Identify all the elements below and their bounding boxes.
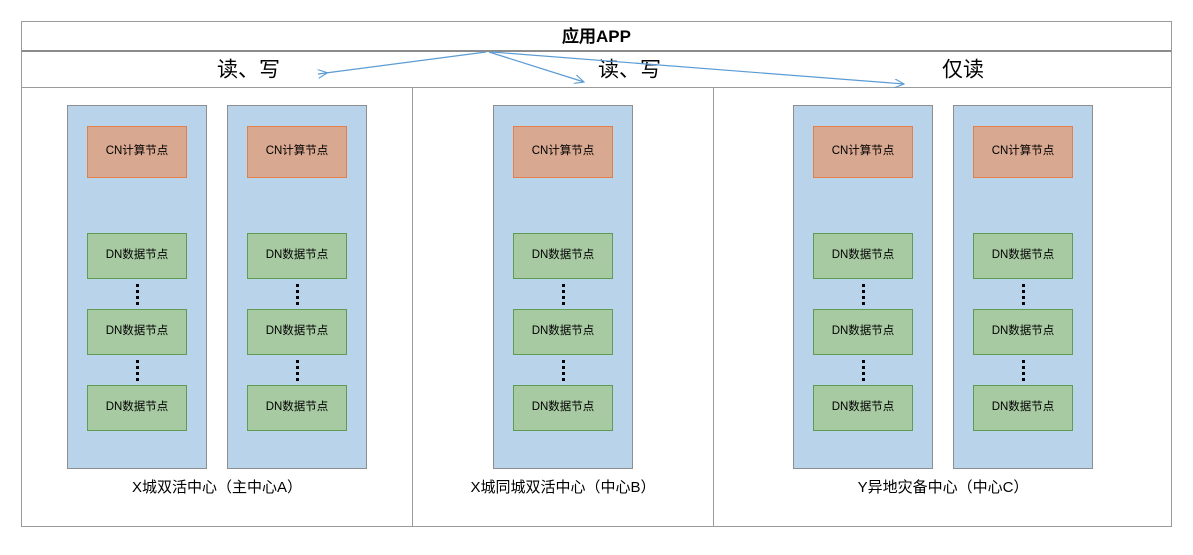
- center-divider-b-c: [713, 88, 714, 527]
- center-group-b: CN计算节点 DN数据节点 DN数据节点 DN数据节点 X城同城双活中心（中心B…: [413, 88, 713, 527]
- access-mode-label-c: 仅读: [942, 58, 984, 81]
- cn-compute-node: CN计算节点: [247, 126, 347, 178]
- access-mode-band: 读、写 读、写 仅读: [21, 52, 1172, 88]
- center-caption-b: X城同城双活中心（中心B）: [470, 479, 656, 496]
- dn-data-node: DN数据节点: [247, 385, 347, 431]
- dn-data-node: DN数据节点: [87, 233, 187, 279]
- dn-data-node: DN数据节点: [247, 233, 347, 279]
- vertical-ellipsis-icon: [135, 279, 139, 309]
- dn-data-node: DN数据节点: [973, 233, 1073, 279]
- cn-compute-node: CN计算节点: [513, 126, 613, 178]
- vertical-ellipsis-icon: [561, 355, 565, 385]
- dn-data-node: DN数据节点: [813, 233, 913, 279]
- rack: CN计算节点 DN数据节点 DN数据节点 DN数据节点: [67, 105, 207, 469]
- center-group-c: CN计算节点 DN数据节点 DN数据节点 DN数据节点 CN计算节点 DN数据节…: [714, 88, 1172, 527]
- vertical-ellipsis-icon: [135, 355, 139, 385]
- cn-compute-node: CN计算节点: [973, 126, 1073, 178]
- access-mode-label-a: 读、写: [217, 58, 280, 81]
- dn-data-node: DN数据节点: [813, 385, 913, 431]
- rack: CN计算节点 DN数据节点 DN数据节点 DN数据节点: [953, 105, 1093, 469]
- center-divider-a-b: [412, 88, 413, 527]
- vertical-ellipsis-icon: [561, 279, 565, 309]
- rack: CN计算节点 DN数据节点 DN数据节点 DN数据节点: [493, 105, 633, 469]
- center-group-a: CN计算节点 DN数据节点 DN数据节点 DN数据节点 CN计算节点 DN数据节…: [22, 88, 412, 527]
- dn-data-node: DN数据节点: [813, 309, 913, 355]
- application-band: 应用APP: [21, 21, 1172, 52]
- dn-data-node: DN数据节点: [973, 385, 1073, 431]
- vertical-ellipsis-icon: [1021, 279, 1025, 309]
- racks-row-b: CN计算节点 DN数据节点 DN数据节点 DN数据节点: [413, 105, 713, 469]
- dn-data-node: DN数据节点: [87, 385, 187, 431]
- vertical-ellipsis-icon: [295, 355, 299, 385]
- vertical-ellipsis-icon: [1021, 355, 1025, 385]
- vertical-ellipsis-icon: [295, 279, 299, 309]
- dn-data-node: DN数据节点: [513, 385, 613, 431]
- center-caption-c: Y异地灾备中心（中心C）: [857, 479, 1029, 496]
- vertical-ellipsis-icon: [861, 279, 865, 309]
- dn-data-node: DN数据节点: [247, 309, 347, 355]
- racks-row-c: CN计算节点 DN数据节点 DN数据节点 DN数据节点 CN计算节点 DN数据节…: [714, 105, 1172, 469]
- application-title: 应用APP: [562, 26, 631, 46]
- dn-data-node: DN数据节点: [973, 309, 1073, 355]
- dn-data-node: DN数据节点: [513, 233, 613, 279]
- racks-row-a: CN计算节点 DN数据节点 DN数据节点 DN数据节点 CN计算节点 DN数据节…: [22, 105, 412, 469]
- cn-compute-node: CN计算节点: [813, 126, 913, 178]
- rack: CN计算节点 DN数据节点 DN数据节点 DN数据节点: [227, 105, 367, 469]
- rack: CN计算节点 DN数据节点 DN数据节点 DN数据节点: [793, 105, 933, 469]
- access-mode-label-b: 读、写: [598, 58, 661, 81]
- dn-data-node: DN数据节点: [87, 309, 187, 355]
- vertical-ellipsis-icon: [861, 355, 865, 385]
- dn-data-node: DN数据节点: [513, 309, 613, 355]
- cn-compute-node: CN计算节点: [87, 126, 187, 178]
- center-caption-a: X城双活中心（主中心A）: [131, 479, 302, 496]
